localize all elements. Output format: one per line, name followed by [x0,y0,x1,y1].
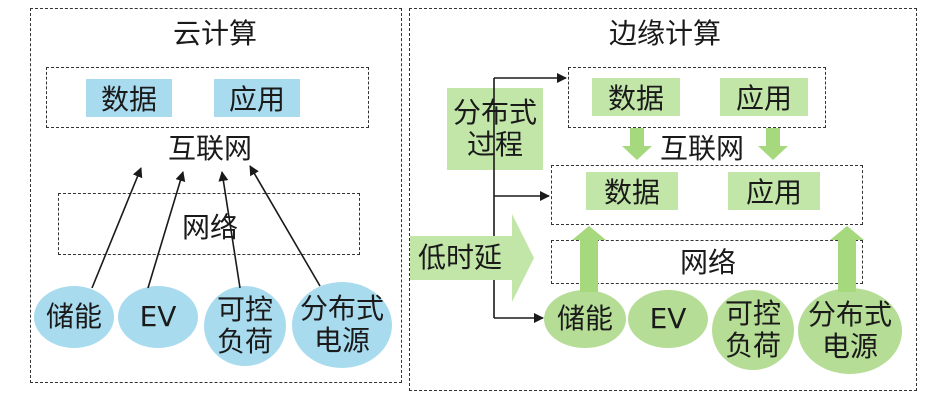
cloud-ev-node: EV [118,286,198,348]
edge-controllable-load-node: 可控 负荷 [712,290,794,370]
cloud-dg-line2: 电源 [313,324,370,357]
cloud-storage-node: 储能 [34,286,114,348]
edge-load-line1: 可控 [724,296,781,330]
edge-dg-line1: 分布式 [807,297,892,331]
cloud-network-box [58,193,360,255]
cloud-distributed-generation-node: 分布式 电源 [292,282,392,368]
edge-panel [409,8,917,391]
cloud-arrow-ev [147,171,186,289]
edge-top-app-block: 应用 [720,78,808,116]
cloud-app-block: 应用 [214,79,300,117]
cloud-arrow-load [218,171,241,289]
edge-down-arrow-data [622,128,652,160]
edge-title: 边缘计算 [608,17,721,50]
low-latency-arrow [410,214,534,302]
edge-top-box [568,67,826,128]
edge-internet-label: 互联网 [659,132,744,165]
edge-distributed-line1: 分布式 [452,95,537,129]
edge-distributed-generation-node: 分布式 电源 [798,288,902,374]
edge-ev-label: EV [649,301,687,335]
edge-network-box [551,240,863,284]
cloud-ev-label: EV [139,299,177,333]
cloud-panel [30,8,402,383]
cloud-storage-label: 储能 [45,299,102,333]
cloud-title: 云计算 [172,17,257,50]
edge-network-label: 网络 [679,246,736,279]
edge-distributed-process-block: 分布式 过程 [447,88,543,170]
edge-ev-node: EV [628,290,708,348]
low-latency-label: 低时延 [418,241,503,274]
cloud-load-line2: 负荷 [216,325,273,358]
edge-distributed-line2: 过程 [466,128,523,161]
cloud-controllable-load-node: 可控 负荷 [204,286,286,366]
cloud-arrow-dg [249,165,321,287]
cloud-data-block: 数据 [86,79,172,117]
edge-mid-app-block: 应用 [728,172,820,210]
edge-dg-line2: 电源 [821,330,878,363]
cloud-dg-line1: 分布式 [299,291,384,325]
cloud-arrow-storage [91,167,143,289]
edge-mid-data-block: 数据 [586,172,678,210]
edge-down-arrow-app [758,128,788,160]
edge-up-arrow-dg [830,226,864,292]
edge-top-data-block: 数据 [592,78,680,116]
edge-up-arrow-storage [572,226,606,292]
cloud-top-box [46,67,369,128]
cloud-internet-label: 互联网 [167,132,252,165]
cloud-load-line1: 可控 [216,292,273,326]
edge-storage-node: 储能 [544,290,626,348]
edge-storage-label: 储能 [556,301,613,335]
edge-load-line2: 负荷 [724,329,781,362]
edge-mid-box [551,165,863,225]
